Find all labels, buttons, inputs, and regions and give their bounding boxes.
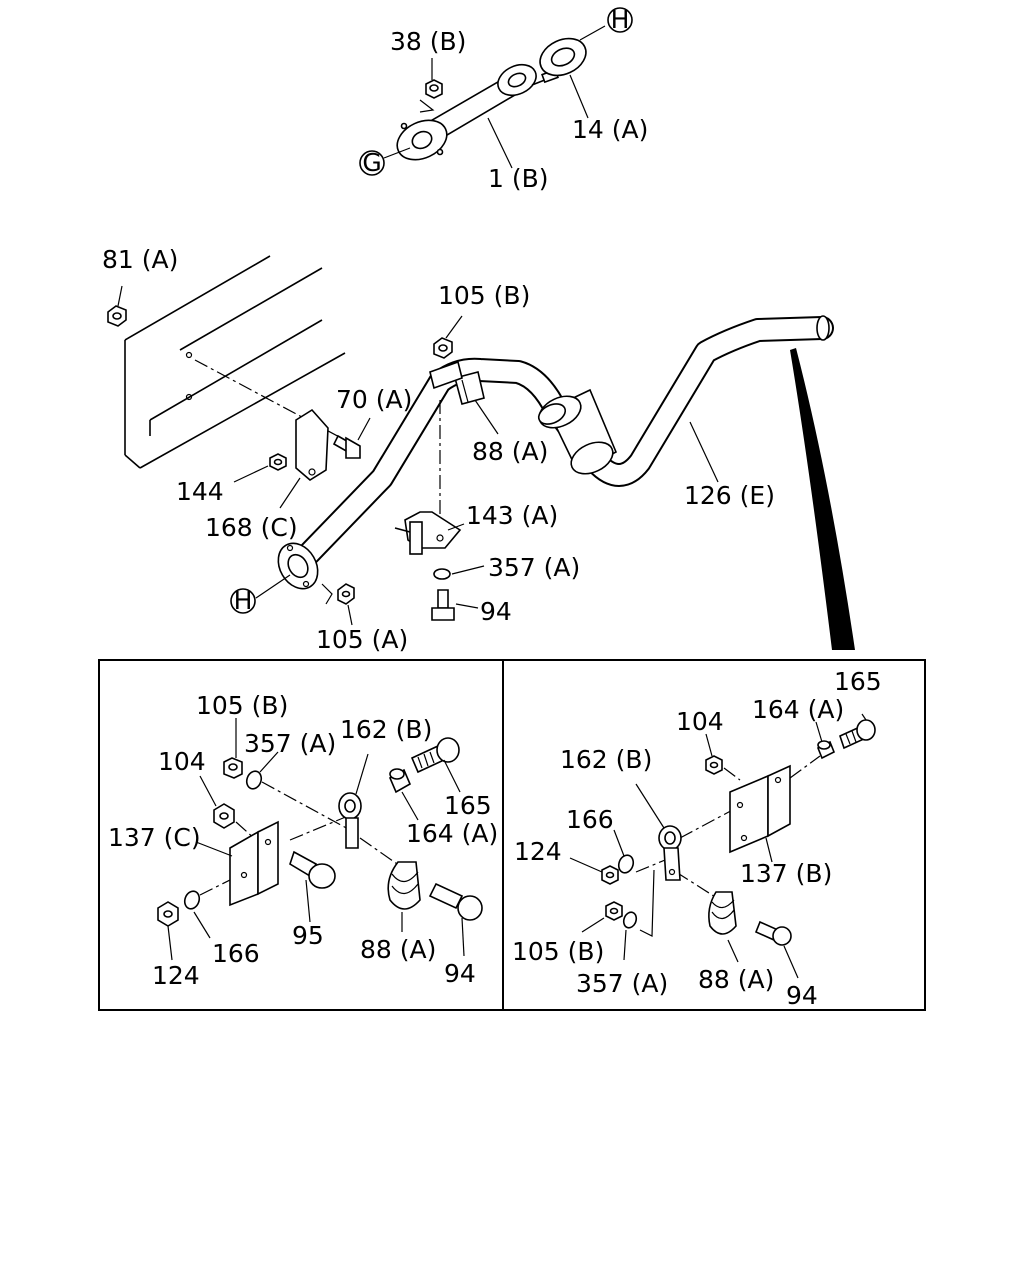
label-143a: 143 (A) [466, 501, 558, 530]
ri-nut-104 [705, 733, 723, 775]
label-357a-main: 357 (A) [488, 553, 580, 582]
connector-h-main [230, 588, 256, 614]
li-bolt-94 [428, 882, 483, 957]
li-nut-105b [223, 718, 243, 779]
right-inset: 165 104 164 (A) 162 (B) 166 124 137 (B) … [512, 667, 882, 1010]
catalytic-converter [537, 388, 618, 475]
ri-washer-166 [617, 854, 635, 874]
ri-label-88a: 88 (A) [698, 965, 774, 994]
li-washer-357a [245, 770, 263, 790]
main-assembly: H 81 (A) 105 (B) 70 (A) 88 (A) 144 168 (… [102, 245, 855, 654]
ri-label-165: 165 [834, 667, 882, 696]
flange-h-main [277, 542, 319, 590]
bracket-143a [394, 511, 462, 555]
ri-clamp-88a [708, 891, 739, 963]
top-pipe-assembly: G H 38 (B) 14 (A) 1 (B) [359, 5, 648, 193]
label-94-main: 94 [480, 597, 512, 626]
label-70a: 70 (A) [336, 385, 412, 414]
pipe-126e [286, 316, 834, 577]
li-bolt-95 [289, 850, 336, 923]
nut-105a [321, 583, 355, 626]
ri-label-162b: 162 (B) [560, 745, 652, 774]
frame-rail [124, 255, 346, 469]
label-81a: 81 (A) [102, 245, 178, 274]
li-label-164a: 164 (A) [406, 819, 498, 848]
li-collar-164a [388, 768, 419, 821]
li-label-357a: 357 (A) [244, 729, 336, 758]
li-bracket-137c [195, 820, 279, 907]
bolt-70a [332, 417, 371, 459]
ri-bolt-165 [839, 713, 876, 750]
label-38b: 38 (B) [390, 27, 466, 56]
li-label-104: 104 [158, 747, 206, 776]
label-105b-main: 105 (B) [438, 281, 530, 310]
label-105a: 105 (A) [316, 625, 408, 654]
ri-washer-357a [622, 911, 638, 929]
bolt-94-main [431, 589, 479, 621]
label-144: 144 [176, 477, 224, 506]
connector-h-top-letter: H [611, 5, 630, 34]
label-88a-main: 88 (A) [472, 437, 548, 466]
ri-bolt-94 [754, 920, 799, 979]
ri-label-164a: 164 (A) [752, 695, 844, 724]
ri-label-105b: 105 (B) [512, 937, 604, 966]
callout-wedge [790, 348, 855, 650]
li-label-95: 95 [292, 921, 324, 950]
nut-144 [233, 453, 287, 483]
li-label-105b: 105 (B) [196, 691, 288, 720]
nut-105b-main [433, 315, 463, 359]
ri-nut-105b [581, 901, 623, 933]
left-inset: 105 (B) 357 (A) 162 (B) 104 164 (A) 165 … [108, 691, 498, 990]
li-nut-104 [199, 775, 235, 829]
li-rubber-162b [338, 753, 369, 849]
inset-frame [98, 659, 926, 1011]
washer-357a-main [433, 568, 451, 580]
li-label-137c: 137 (C) [108, 823, 201, 852]
ri-nut-124 [569, 857, 619, 885]
label-1b: 1 (B) [488, 164, 549, 193]
connector-g-letter: G [362, 148, 381, 177]
ri-label-357a: 357 (A) [576, 969, 668, 998]
label-168c: 168 (C) [205, 513, 298, 542]
li-label-165: 165 [444, 791, 492, 820]
ri-label-166: 166 [566, 805, 614, 834]
clamp-88a-main [429, 360, 485, 405]
ri-label-124: 124 [514, 837, 562, 866]
connector-h-main-letter: H [234, 586, 253, 615]
li-label-162b: 162 (B) [340, 715, 432, 744]
li-label-88a: 88 (A) [360, 935, 436, 964]
li-bolt-165 [410, 737, 461, 793]
li-nut-124 [157, 901, 179, 961]
connector-g [359, 150, 385, 176]
ri-label-104: 104 [676, 707, 724, 736]
ri-rubber-162b [635, 783, 682, 881]
nut-81a [107, 285, 127, 327]
bracket-168c [279, 408, 329, 509]
li-label-124: 124 [152, 961, 200, 990]
ri-label-94: 94 [786, 981, 818, 1010]
li-label-94: 94 [444, 959, 476, 988]
ri-bracket-137b [729, 764, 791, 863]
li-clamp-88a [387, 861, 421, 932]
li-label-166: 166 [212, 939, 260, 968]
ri-collar-164a [815, 721, 836, 760]
label-126e: 126 (E) [684, 481, 775, 510]
li-washer-166 [183, 890, 201, 910]
connector-h-top [607, 7, 633, 33]
label-14a: 14 (A) [572, 115, 648, 144]
ri-label-137b: 137 (B) [740, 859, 832, 888]
